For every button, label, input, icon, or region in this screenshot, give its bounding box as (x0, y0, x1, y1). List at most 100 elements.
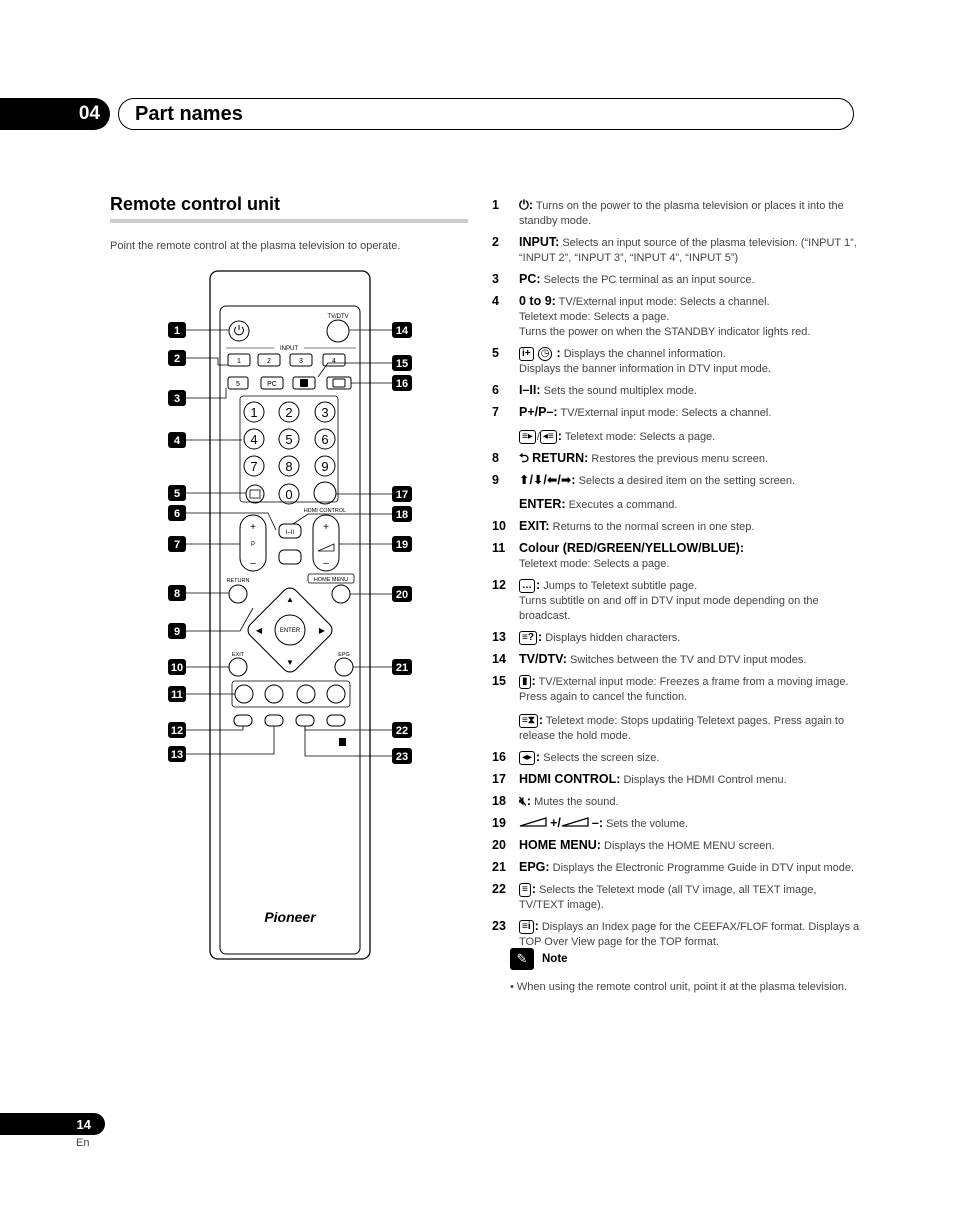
info-plus-icon: i+ (519, 347, 534, 361)
callout-badge (168, 585, 186, 601)
hold-icon: ≡⧗ (519, 714, 538, 728)
power-button (228, 320, 250, 342)
list-item: 6 I–II: Sets the sound multiplex mode. (492, 383, 698, 397)
input-4-button (322, 353, 346, 367)
input-2-button (257, 353, 281, 367)
list-item: 20 HOME MENU: Displays the HOME MENU scr… (492, 838, 775, 852)
svg-text:0: 0 (285, 487, 292, 502)
svg-text:1: 1 (174, 325, 180, 337)
home-menu-label: HOME MENU (314, 577, 348, 583)
tvdtv-button (326, 319, 350, 343)
pioneer-logo: Pioneer (264, 909, 317, 925)
svg-text:2: 2 (285, 405, 292, 420)
exit-label: EXIT (232, 652, 245, 658)
svg-text:11: 11 (171, 689, 183, 701)
svg-text:PC: PC (267, 381, 277, 388)
callout-badge (392, 506, 412, 522)
svg-text:18: 18 (396, 509, 408, 521)
list-item: 17 HDMI CONTROL: Displays the HDMI Contr… (492, 772, 787, 786)
svg-text:6: 6 (174, 508, 180, 520)
number-key (243, 401, 265, 423)
list-item: 16 ◂▸: Selects the screen size. (492, 750, 660, 765)
page-number: 14 (0, 1113, 105, 1135)
svg-text:20: 20 (396, 589, 408, 601)
svg-text:21: 21 (396, 662, 408, 674)
subtitle-icon: … (519, 579, 535, 593)
svg-text:4: 4 (250, 432, 257, 447)
epg-label: EPG (338, 652, 350, 658)
callout-badge (168, 390, 186, 406)
svg-text:7: 7 (250, 459, 257, 474)
svg-text:–: – (323, 558, 329, 569)
callout-badge (168, 505, 186, 521)
reveal-icon: ≡? (519, 631, 537, 645)
svg-text:4: 4 (174, 435, 181, 447)
list-item: 7 P+/P–: TV/External input mode: Selects… (492, 405, 772, 444)
callout-badge (168, 485, 186, 501)
hdmi-control-button (313, 481, 337, 505)
teletext-icon: ≡ (519, 883, 531, 897)
svg-text:I–II: I–II (286, 530, 295, 536)
return-button (228, 584, 248, 604)
list-item: 23 ≡i: Displays an Index page for the CE… (492, 919, 860, 948)
list-item: 21 EPG: Displays the Electronic Programm… (492, 860, 855, 874)
pencil-icon: ✎ (510, 948, 534, 970)
list-item: 4 0 to 9: TV/External input mode: Select… (492, 294, 811, 338)
freeze-icon: ▮ (519, 675, 531, 689)
svg-text:7: 7 (174, 539, 180, 551)
svg-text:2: 2 (174, 353, 180, 365)
number-key (278, 455, 300, 477)
intro-text: Point the remote control at the plasma t… (110, 240, 401, 252)
svg-text:3: 3 (321, 405, 328, 420)
svg-text:4: 4 (332, 358, 336, 365)
svg-text:10: 10 (171, 662, 183, 674)
number-key (278, 428, 300, 450)
callout-badge (392, 486, 412, 502)
number-key (314, 428, 336, 450)
list-item: 9 ⬆/⬇/⬅/➡: Selects a desired item on the… (492, 473, 796, 511)
callout-badge (392, 355, 412, 371)
chapter-number: 04 (0, 98, 110, 130)
number-key (314, 401, 336, 423)
list-item: 10 EXIT: Returns to the normal screen in… (492, 519, 755, 533)
number-key (314, 455, 336, 477)
svg-text:▶: ▶ (319, 626, 326, 635)
teletext-button (326, 714, 346, 727)
svg-text:8: 8 (285, 459, 292, 474)
svg-text:1: 1 (250, 405, 257, 420)
svg-text:5: 5 (285, 432, 292, 447)
list-item: 22 ≡: Selects the Teletext mode (all TV … (492, 882, 817, 911)
list-item: 13 ≡?: Displays hidden characters. (492, 630, 681, 645)
index-icon: ≡i (519, 920, 534, 934)
list-item: 5 i+ ◷ : Displays the channel informatio… (492, 346, 771, 375)
input-5-button (227, 376, 249, 390)
remote-face (219, 305, 361, 955)
svg-text:17: 17 (396, 489, 408, 501)
callout-badge (168, 686, 186, 702)
svg-text:9: 9 (174, 626, 180, 638)
svg-text:19: 19 (396, 539, 408, 551)
enter-button (274, 614, 306, 646)
mute-button (278, 549, 302, 565)
callout-badge (392, 586, 412, 602)
callout-badge (392, 722, 412, 738)
sound-multiplex-button (278, 523, 302, 539)
svg-text:2: 2 (267, 358, 271, 365)
callout-badge (168, 536, 186, 552)
svg-text:12: 12 (171, 725, 183, 737)
list-item: 15 ▮: TV/External input mode: Freezes a … (492, 674, 849, 742)
callout-badge (392, 322, 412, 338)
svg-text:▼: ▼ (286, 658, 294, 667)
volume-down-icon (561, 817, 589, 827)
svg-text:–: – (250, 558, 256, 569)
volume-rocker (312, 514, 340, 572)
input-label: INPUT (280, 346, 298, 352)
language-label: En (76, 1137, 90, 1149)
list-item: 8 ⮌ RETURN: Restores the previous menu s… (492, 451, 769, 465)
number-key (278, 483, 300, 505)
callout-badge (168, 659, 186, 675)
callout-badge (168, 746, 186, 762)
return-label: RETURN (227, 578, 250, 584)
number-key (278, 401, 300, 423)
